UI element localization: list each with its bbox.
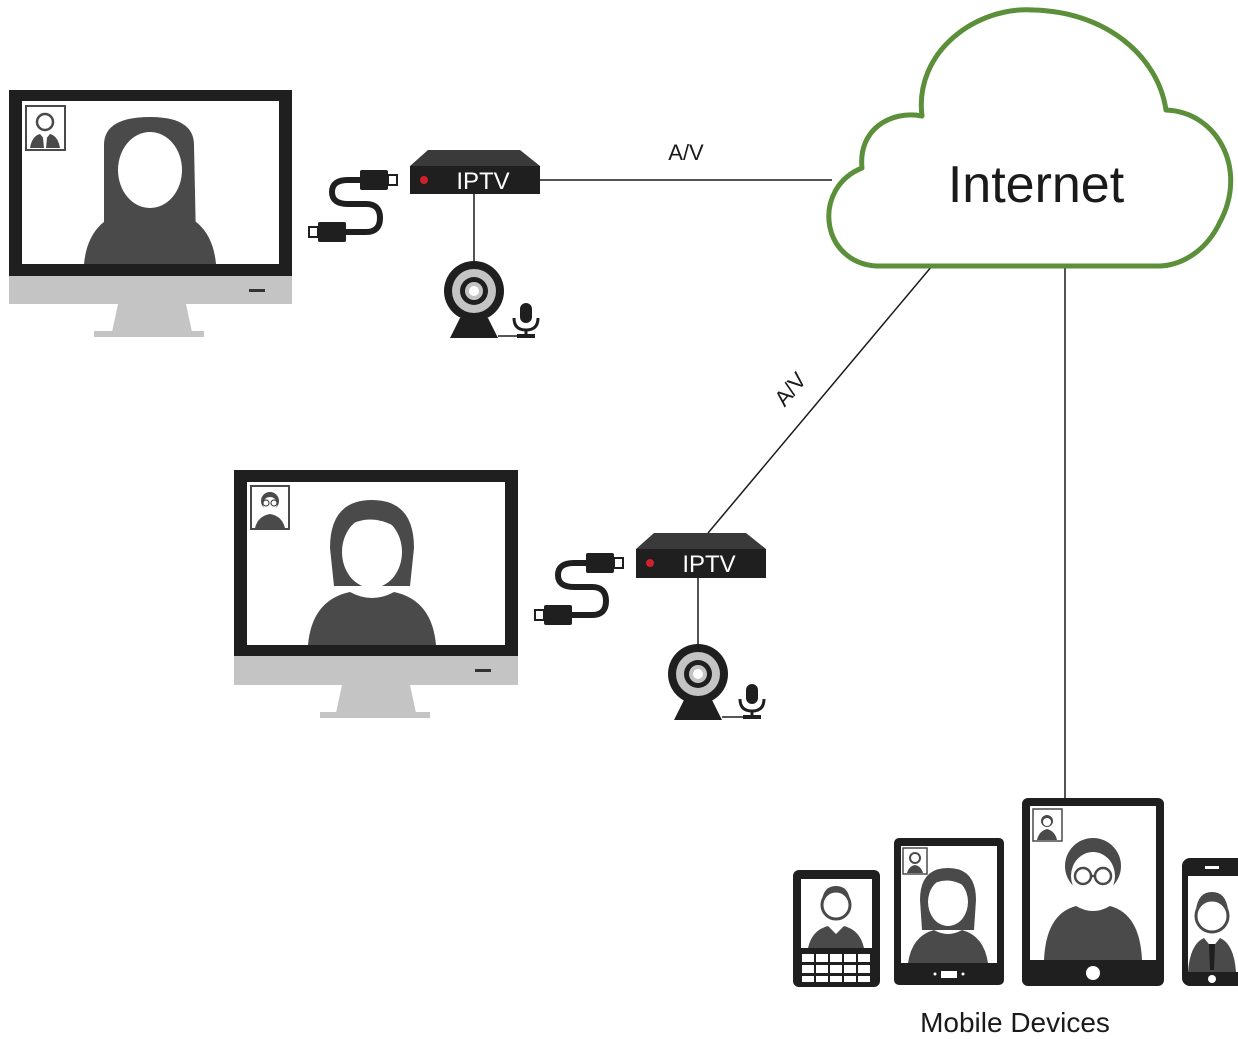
monitor-1-stand xyxy=(112,304,192,332)
phone-icon xyxy=(793,870,880,987)
monitor-1 xyxy=(9,90,292,337)
monitor-1-indicator xyxy=(249,289,265,292)
monitor-2-foot xyxy=(320,712,430,718)
iptv-box-1-led xyxy=(420,176,428,184)
monitor-1-chin xyxy=(9,276,292,304)
tablet-icon xyxy=(1022,798,1164,986)
hdmi-cable-icon xyxy=(534,553,624,625)
webcam-icon xyxy=(668,644,728,720)
iptv-box-1: IPTV xyxy=(410,150,540,195)
tablet-icon xyxy=(894,838,1004,985)
mobile-devices-label: Mobile Devices xyxy=(920,1007,1110,1038)
cloud-label: Internet xyxy=(948,156,1125,214)
av-link-diagonal xyxy=(707,265,933,534)
iptv-box-2-led xyxy=(646,559,654,567)
cloud-icon xyxy=(826,7,1234,269)
av-label-top: A/V xyxy=(668,140,704,165)
av-label-diagonal: A/V xyxy=(769,367,811,410)
microphone-icon xyxy=(722,684,766,719)
iptv-box-2-label: IPTV xyxy=(682,551,735,578)
monitor-2-indicator xyxy=(475,669,491,672)
monitor-1-foot xyxy=(94,331,204,337)
iptv-box-1-label: IPTV xyxy=(456,168,509,195)
iptv-box-2: IPTV xyxy=(636,533,766,578)
microphone-icon xyxy=(498,303,540,338)
webcam-icon xyxy=(444,261,504,338)
hdmi-cable-icon xyxy=(308,170,398,242)
monitor-2 xyxy=(234,470,518,718)
phone-icon xyxy=(1182,858,1238,986)
person-icon xyxy=(308,500,436,645)
monitor-2-stand xyxy=(336,685,416,713)
monitor-2-chin xyxy=(234,656,518,685)
monitor-2-inset xyxy=(250,485,290,530)
person-icon xyxy=(84,117,216,264)
monitor-1-inset xyxy=(25,105,66,151)
